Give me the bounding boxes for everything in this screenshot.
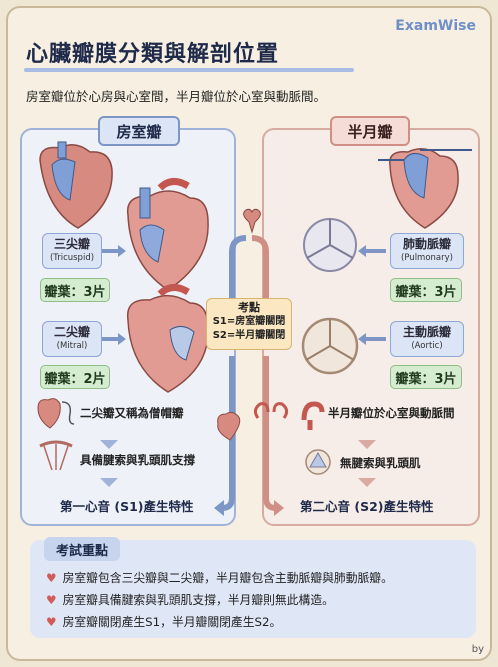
mitral-english: (Mitral) [56, 341, 88, 351]
page-title: 心臟瓣膜分類與解剖位置 [26, 42, 280, 67]
heart-stethoscope-icon [37, 398, 75, 429]
pulmonary-english: (Pulmonary) [401, 253, 453, 263]
mitral-alias-note: 二尖瓣又稱為僧帽瓣 [80, 406, 184, 420]
exam-item: ♥ 房室瓣關閉產生S1，半月瓣關閉產生S2。 [46, 613, 281, 630]
pulmonary-leaflets: 瓣葉：3片 [390, 278, 462, 302]
intro-text: 房室瓣位於心房與心室間，半月瓣位於心室與動脈間。 [26, 89, 327, 104]
pulmonary-name: 肺動脈瓣 [402, 237, 451, 251]
no-chordae-note: 無腱索與乳頭肌 [340, 456, 421, 470]
tricuspid-english: (Tricuspid) [49, 253, 95, 263]
chordae-support-note: 具備腱索與乳頭肌支撐 [80, 453, 195, 467]
tricuspid-label: 三尖瓣 (Tricuspid) [42, 233, 102, 269]
exam-item: ♥ 房室瓣具備腱索與乳頭肌支撐，半月瓣則無此構造。 [46, 591, 334, 608]
s2-sound-note: 第二心音 (S2)產生特性 [300, 499, 434, 514]
heart-mitral-icon [126, 284, 209, 393]
heart-cross-section-icon [39, 141, 113, 229]
exam-highlights-heading: 考試重點 [44, 537, 120, 561]
semilunar-header: 半月瓣 [330, 116, 410, 146]
heart-bullet-icon: ♥ [46, 571, 57, 585]
brand-logo: ExamWise [395, 18, 476, 34]
aortic-name: 主動脈瓣 [402, 325, 451, 339]
semilunar-location-note: 半月瓣位於心室與動脈間 [328, 406, 455, 420]
center-flow-arrows [214, 208, 284, 516]
exam-item-text: 房室瓣關閉產生S1，半月瓣關閉產生S2。 [62, 615, 282, 629]
exam-item-text: 房室瓣包含三尖瓣與二尖瓣，半月瓣包含主動脈瓣與肺動脈瓣。 [62, 571, 393, 585]
heart-bullet-icon: ♥ [46, 615, 57, 629]
aortic-leaflets: 瓣葉：3片 [390, 365, 462, 389]
atrioventricular-header: 房室瓣 [98, 116, 180, 146]
tricuspid-name: 三尖瓣 [53, 237, 90, 251]
kidney-anatomy-icon [253, 402, 289, 419]
key-point-s1: S1=房室瓣關閉 [212, 316, 286, 327]
byline: by [471, 644, 484, 655]
aortic-label: 主動脈瓣 (Aortic) [390, 321, 464, 357]
pulmonary-valve-icon [303, 218, 357, 272]
key-point-box: 考點 S1=房室瓣關閉 S2=半月瓣關閉 [206, 298, 292, 350]
exam-item-text: 房室瓣具備腱索與乳頭肌支撐，半月瓣則無此構造。 [62, 593, 334, 607]
mitral-name: 二尖瓣 [53, 325, 90, 339]
pulmonary-label: 肺動脈瓣 (Pulmonary) [390, 233, 464, 269]
chordae-tendineae-icon [39, 440, 73, 471]
tricuspid-leaflets: 瓣葉：3片 [40, 278, 110, 302]
title-underline [24, 68, 354, 72]
exam-item: ♥ 房室瓣包含三尖瓣與二尖瓣，半月瓣包含主動脈瓣與肺動脈瓣。 [46, 569, 393, 586]
mitral-leaflets: 瓣葉：2片 [40, 365, 110, 389]
pointer-arrows [100, 245, 386, 487]
heart-semilunar-icon [378, 148, 472, 229]
heart-tricuspid-icon [126, 178, 209, 291]
aortic-valve-icon [301, 317, 359, 375]
key-point-s2: S2=半月瓣關閉 [212, 330, 286, 341]
key-point-heading: 考點 [238, 301, 260, 314]
aortic-english: (Aortic) [411, 341, 443, 351]
valve-triangle-icon [305, 449, 331, 475]
aorta-icon [301, 401, 325, 430]
heart-small-icon [217, 411, 241, 441]
heart-bullet-icon: ♥ [46, 593, 57, 607]
mitral-label: 二尖瓣 (Mitral) [42, 321, 102, 357]
s1-sound-note: 第一心音 (S1)產生特性 [60, 499, 194, 514]
